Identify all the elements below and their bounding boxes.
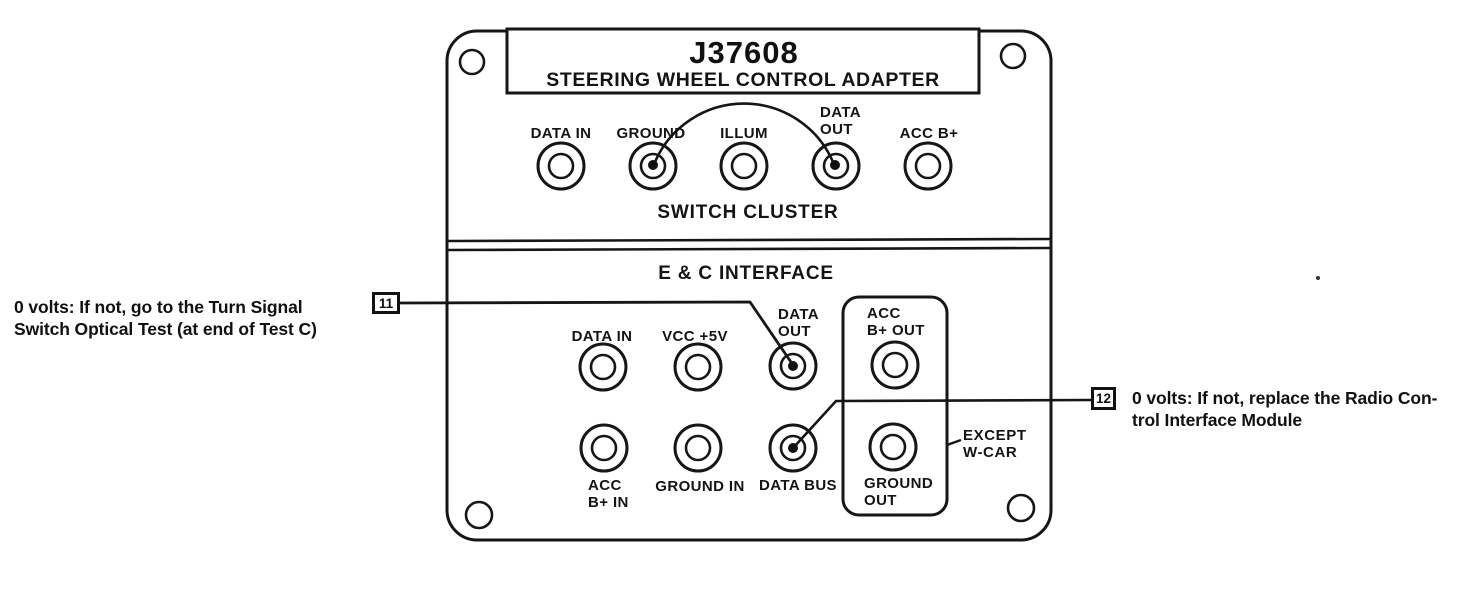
probe-dot-data-out (830, 160, 840, 170)
ec-interface-jacks (578, 340, 920, 473)
callout-11-text: 0 volts: If not, go to the Turn Signal S… (14, 297, 317, 339)
label-ec-data-in: DATA IN (571, 328, 633, 345)
label-ec-acc-b-out: ACC B+ OUT (867, 305, 925, 339)
mounting-hole-bottom-left (464, 500, 494, 530)
probe-dot-ec-data-out (788, 361, 798, 371)
scan-artifact-dot (1316, 276, 1320, 280)
label-ec-vcc-5v: VCC +5V (662, 328, 728, 345)
label-ec-data-out: DATA OUT (778, 306, 820, 340)
jack-ec-ground-in (673, 423, 723, 473)
label-ec-acc-b-in: ACC B+ IN (588, 477, 629, 511)
callout-12-leader-line (793, 398, 1093, 448)
divider-line-lower (447, 246, 1051, 252)
jack-ec-data-out (768, 341, 818, 391)
mounting-hole-bottom-right (1006, 493, 1036, 523)
label-sc-acc-b-plus: ACC B+ (899, 125, 959, 142)
label-ec-ground-in: GROUND IN (655, 478, 745, 495)
mounting-hole-top-right (999, 42, 1027, 70)
jumper-arc (653, 102, 835, 163)
jack-sc-data-in (536, 141, 586, 191)
label-sc-ground: GROUND (616, 125, 686, 142)
label-sc-data-out: DATA OUT (820, 104, 862, 138)
callout-11-leader-line (399, 300, 795, 366)
label-ec-data-bus: DATA BUS (759, 477, 837, 494)
jack-sc-acc-b-plus (903, 141, 953, 191)
label-sc-data-in: DATA IN (530, 125, 592, 142)
callout-11-box: 11 (372, 292, 400, 314)
callout-12-text: 0 volts: If not, replace the Radio Con- … (1132, 388, 1438, 430)
jack-sc-ground (628, 141, 678, 191)
jack-sc-data-out (811, 141, 861, 191)
jack-ec-ground-out (868, 422, 918, 472)
label-sc-illum: ILLUM (720, 125, 768, 142)
adapter-panel-outline (445, 29, 1053, 542)
mounting-hole-top-left (458, 48, 486, 76)
callout-12-box: 12 (1091, 387, 1116, 410)
except-w-car-tick (946, 438, 962, 447)
except-w-car-group-box (841, 295, 949, 517)
ec-interface-title: E & C INTERFACE (658, 263, 834, 284)
switch-cluster-title: SWITCH CLUSTER (657, 202, 839, 223)
jack-ec-data-in (578, 342, 628, 392)
probe-dot-ground (648, 160, 658, 170)
title-box (505, 27, 981, 95)
divider-line-upper (447, 237, 1051, 243)
part-number: J37608 (689, 35, 799, 70)
jack-ec-acc-b-in (579, 423, 629, 473)
jack-ec-vcc-5v (673, 342, 723, 392)
except-w-car-note: EXCEPT W-CAR (963, 427, 1027, 461)
label-ec-ground-out: GROUND OUT (864, 475, 934, 509)
switch-cluster-jacks (536, 141, 953, 191)
jack-ec-acc-b-out (870, 340, 920, 390)
jack-sc-illum (719, 141, 769, 191)
device-title: STEERING WHEEL CONTROL ADAPTER (546, 69, 940, 91)
